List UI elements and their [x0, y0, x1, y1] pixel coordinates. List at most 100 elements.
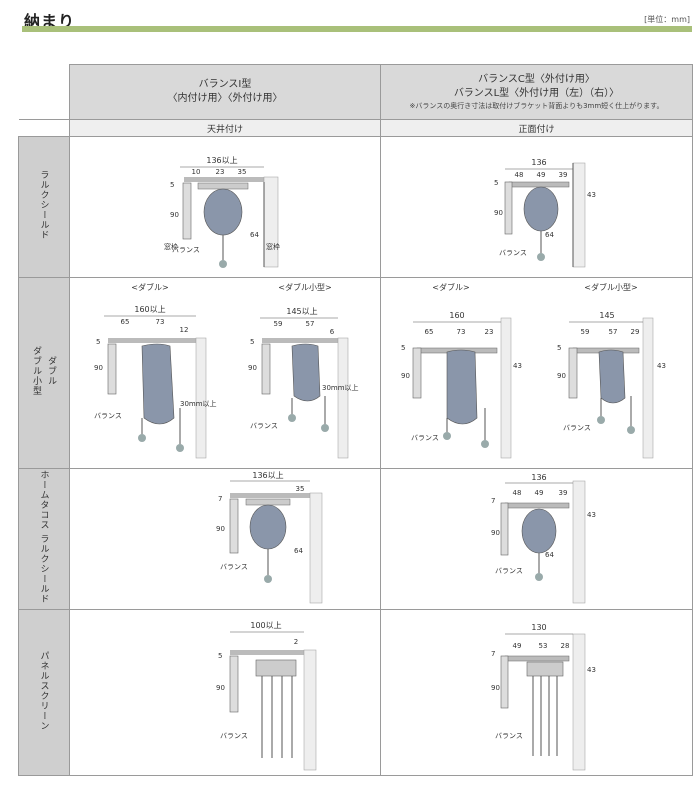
row-label-double: ダブルダブル小型 — [18, 277, 70, 469]
corner-cell — [18, 64, 70, 120]
dim-48b: 48 — [513, 489, 522, 497]
dim-90c: 90 — [94, 364, 103, 372]
dim-30up-b: 30mm以上 — [322, 383, 359, 392]
balance-label-b: バランス — [499, 249, 527, 257]
diagram-hometacos-ceiling: 136以上 35 7 90 64 バランス — [69, 468, 381, 610]
dim-136b: 136 — [531, 473, 546, 482]
dim-35: 35 — [238, 168, 247, 176]
dim-5g: 5 — [218, 652, 222, 660]
dim-23: 23 — [216, 168, 225, 176]
dim-39b: 39 — [559, 489, 568, 497]
diagram-panel-ceiling: 100以上 2 5 90 バランス — [69, 609, 381, 776]
dim-2: 2 — [294, 638, 298, 646]
dim-43e: 43 — [587, 666, 596, 674]
dim-5d: 5 — [250, 338, 254, 346]
diagram-panel-front: 130 49 53 28 43 7 90 バランス — [380, 609, 693, 776]
dim-43: 43 — [587, 191, 596, 199]
dim-90f: 90 — [557, 372, 566, 380]
dim-136up-b: 136以上 — [252, 471, 283, 480]
installation-table: バランスⅠ型 〈内付け用〉〈外付け用〉 バランスC型〈外付け用〉 バランスL型〈… — [18, 64, 693, 776]
diagram-double-ceiling: <ダブル> <ダブル小型> 160以上 65 73 12 5 90 30mm以上… — [69, 277, 381, 469]
dim-90j: 90 — [491, 684, 500, 692]
header-balance-1: バランスⅠ型 〈内付け用〉〈外付け用〉 — [69, 64, 381, 120]
dim-7: 7 — [218, 495, 222, 503]
dim-130: 130 — [531, 623, 546, 632]
dim-6: 6 — [330, 328, 335, 336]
balance-label-f: バランス — [563, 424, 591, 432]
balance-label-d: バランス — [250, 422, 278, 430]
dim-64: 64 — [250, 231, 259, 239]
dim-145: 145 — [599, 311, 614, 320]
dim-43b: 43 — [513, 362, 522, 370]
diagram-laruku-ceiling: 136以上 10 23 35 5 90 64 窓枠 窓枠 バランス — [69, 136, 381, 278]
frame-label-right: 窓枠 — [266, 242, 280, 251]
dim-136: 136 — [531, 158, 546, 167]
balance-label-c: バランス — [94, 412, 122, 420]
dim-90b: 90 — [494, 209, 503, 217]
diagram-laruku-front: 136 48 49 39 43 5 90 64 バランス — [380, 136, 693, 278]
dim-145up: 145以上 — [286, 307, 317, 316]
balance-label-j: バランス — [495, 732, 523, 740]
dim-136up: 136以上 — [206, 156, 237, 165]
dim-64c: 64 — [294, 547, 303, 555]
dim-49: 49 — [537, 171, 546, 179]
balance-label-e: バランス — [411, 434, 439, 442]
dim-23b: 23 — [485, 328, 494, 336]
dim-39: 39 — [559, 171, 568, 179]
dim-49b: 49 — [535, 489, 544, 497]
dim-53: 53 — [539, 642, 548, 650]
dim-90e: 90 — [401, 372, 410, 380]
dim-5b: 5 — [494, 179, 498, 187]
mount-ceiling: 天井付け — [69, 119, 381, 137]
dim-64b: 64 — [545, 231, 554, 239]
dim-90d: 90 — [248, 364, 257, 372]
dim-12: 12 — [180, 326, 189, 334]
dim-90h: 90 — [491, 529, 500, 537]
dim-65b: 65 — [425, 328, 434, 336]
dim-43c: 43 — [657, 362, 666, 370]
double-small-title: <ダブル小型> — [278, 282, 331, 292]
dim-65: 65 — [121, 318, 130, 326]
dim-7c: 7 — [491, 650, 495, 658]
dim-160up: 160以上 — [134, 305, 165, 314]
balance-label-g: バランス — [220, 563, 248, 571]
depth-note: ※バランスの奥行き寸法は取付けブラケット背面よりも3mm短く仕上がります。 — [409, 101, 664, 110]
dim-57b: 57 — [609, 328, 618, 336]
balance-label-i: バランス — [220, 732, 248, 740]
dim-10: 10 — [192, 168, 201, 176]
dim-59b: 59 — [581, 328, 590, 336]
double-small-title-b: <ダブル小型> — [584, 282, 637, 292]
double-title-b: <ダブル> — [432, 282, 469, 292]
dim-30up: 30mm以上 — [180, 399, 217, 408]
diagram-hometacos-front: 136 48 49 39 43 7 90 64 バランス — [380, 468, 693, 610]
mount-front: 正面付け — [380, 119, 693, 137]
row-label-home-tacos: ホームタコス ラルクシールド — [18, 468, 70, 610]
dim-100up: 100以上 — [250, 621, 281, 630]
dim-73b: 73 — [457, 328, 466, 336]
unit-label: [単位：mm] — [644, 15, 690, 24]
dim-5: 5 — [170, 181, 174, 189]
header-balance-c-l: バランスC型〈外付け用〉 バランスL型〈外付け用（左）（右）〉 ※バランスの奥行… — [380, 64, 693, 120]
double-title: <ダブル> — [131, 282, 168, 292]
dim-7b: 7 — [491, 497, 495, 505]
dim-90: 90 — [170, 211, 179, 219]
dim-48: 48 — [515, 171, 524, 179]
dim-73: 73 — [156, 318, 165, 326]
dim-90g: 90 — [216, 525, 225, 533]
dim-57: 57 — [306, 320, 315, 328]
title-underline — [22, 26, 692, 32]
dim-29: 29 — [631, 328, 640, 336]
dim-59: 59 — [274, 320, 283, 328]
balance-label-h: バランス — [495, 567, 523, 575]
dim-5c: 5 — [96, 338, 100, 346]
row-label-laruku-shield: ラルクシールド — [18, 136, 70, 278]
dim-28: 28 — [561, 642, 570, 650]
corner-cell-2 — [18, 119, 70, 137]
dim-35b: 35 — [296, 485, 305, 493]
row-label-panel-screen: パネルスクリーン — [18, 609, 70, 776]
dim-5e: 5 — [401, 344, 405, 352]
dim-5f: 5 — [557, 344, 561, 352]
diagram-double-front: <ダブル> <ダブル小型> 160 65 73 23 43 5 90 バランス — [380, 277, 693, 469]
dim-160: 160 — [449, 311, 464, 320]
dim-43d: 43 — [587, 511, 596, 519]
